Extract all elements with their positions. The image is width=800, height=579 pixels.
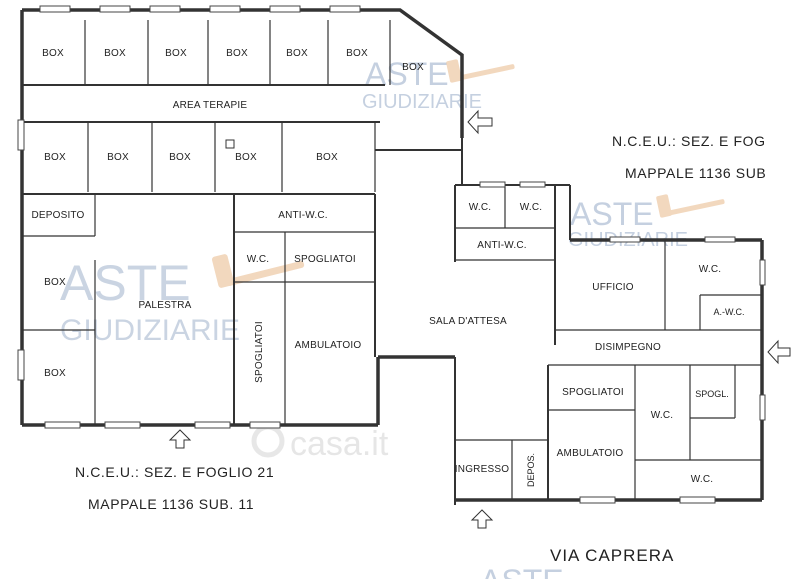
watermark-aste-bottom: ASTE bbox=[480, 563, 564, 579]
room-disimpegno: DISIMPEGNO bbox=[595, 342, 661, 353]
room-box: BOX bbox=[402, 62, 424, 73]
room-ambulatoio: AMBULATOIO bbox=[295, 340, 362, 351]
room-spogliatoi: SPOGLIATOI bbox=[562, 387, 624, 398]
caption-right-line2: MAPPALE 1136 SUB bbox=[625, 165, 766, 181]
room-box: BOX bbox=[104, 48, 126, 59]
room-wc: W.C. bbox=[691, 474, 713, 485]
room-sala-attesa: SALA D'ATTESA bbox=[429, 316, 507, 327]
entrance-arrow-icon bbox=[767, 339, 791, 365]
room-deposito: DEPOSITO bbox=[31, 210, 84, 221]
room-spogl: SPOGL. bbox=[695, 389, 729, 399]
column-marker bbox=[225, 139, 235, 149]
room-box: BOX bbox=[44, 152, 66, 163]
entrance-arrow-icon bbox=[168, 429, 192, 449]
entrance-arrow-icon bbox=[467, 109, 493, 135]
room-anti-wc: ANTI-W.C. bbox=[278, 210, 328, 221]
watermark-giudiziarie-top: GIUDIZIARIE bbox=[362, 91, 482, 113]
room-depos: DEPOS. bbox=[526, 453, 536, 487]
room-ufficio: UFFICIO bbox=[592, 282, 633, 293]
room-ingresso: INGRESSO bbox=[455, 464, 509, 475]
caption-bottom-line2: MAPPALE 1136 SUB. 11 bbox=[88, 496, 254, 512]
room-spogliatoi: SPOGLIATOI bbox=[294, 254, 356, 265]
room-box: BOX bbox=[107, 152, 129, 163]
room-box: BOX bbox=[316, 152, 338, 163]
room-box: BOX bbox=[165, 48, 187, 59]
room-wc: W.C. bbox=[699, 264, 721, 275]
room-box: BOX bbox=[346, 48, 368, 59]
room-palestra: PALESTRA bbox=[138, 300, 191, 311]
room-wc: W.C. bbox=[247, 254, 269, 265]
room-wc: W.C. bbox=[520, 202, 542, 213]
room-area-terapie: AREA TERAPIE bbox=[173, 100, 248, 111]
room-wc: W.C. bbox=[651, 410, 673, 421]
room-anti-wc: A.-W.C. bbox=[714, 307, 745, 317]
watermark-casa: casa.it bbox=[290, 425, 389, 463]
room-labels: BOX BOX BOX BOX BOX BOX BOX AREA TERAPIE… bbox=[31, 48, 744, 487]
room-box: BOX bbox=[226, 48, 248, 59]
room-wc: W.C. bbox=[469, 202, 491, 213]
cadastral-captions: N.C.E.U.: SEZ. E FOG MAPPALE 1136 SUB N.… bbox=[75, 133, 766, 565]
room-anti-wc: ANTI-W.C. bbox=[477, 240, 527, 251]
caption-right-line1: N.C.E.U.: SEZ. E FOG bbox=[612, 133, 766, 149]
room-box: BOX bbox=[286, 48, 308, 59]
casa-logo-icon bbox=[251, 424, 285, 458]
caption-bottom-line1: N.C.E.U.: SEZ. E FOGLIO 21 bbox=[75, 464, 274, 480]
watermark-aste-right: ASTE bbox=[570, 196, 654, 232]
entrance-arrow-icon bbox=[470, 509, 494, 529]
room-box: BOX bbox=[169, 152, 191, 163]
watermark-aste-large: ASTE bbox=[60, 255, 191, 311]
street-name: VIA CAPRERA bbox=[550, 546, 674, 565]
room-spogliatoi-vertical: SPOGLIATOI bbox=[254, 321, 265, 383]
room-box: BOX bbox=[42, 48, 64, 59]
room-ambulatoio: AMBULATOIO bbox=[557, 448, 624, 459]
room-box: BOX bbox=[235, 152, 257, 163]
gavel-icon bbox=[446, 59, 515, 83]
room-box: BOX bbox=[44, 368, 66, 379]
windows bbox=[17, 5, 766, 504]
room-box: BOX bbox=[44, 277, 66, 288]
gavel-icon bbox=[656, 194, 725, 218]
